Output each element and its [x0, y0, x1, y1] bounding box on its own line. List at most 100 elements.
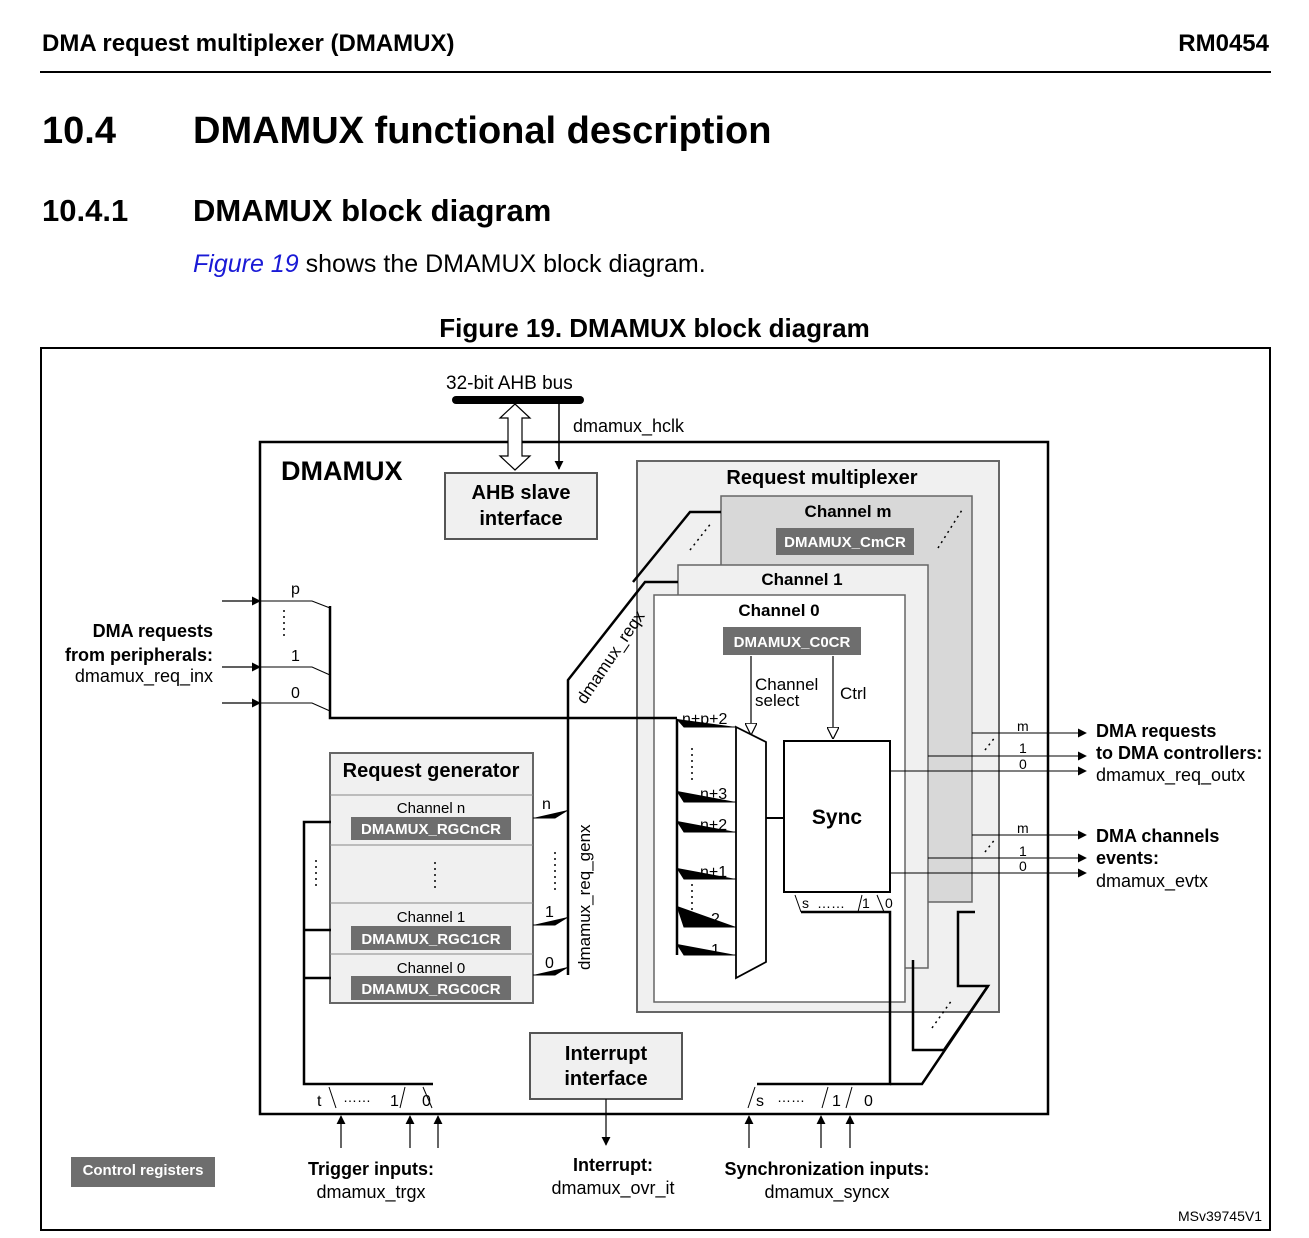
- interrupt-interface-line2: interface: [564, 1068, 647, 1090]
- req-in-p: p: [291, 581, 300, 598]
- document-id: RM0454: [1178, 30, 1269, 57]
- channel-1-label: Channel 1: [761, 570, 842, 589]
- cmcr-register: [776, 528, 914, 555]
- sync-in-slashes: [747, 1086, 853, 1109]
- ahb-bidirectional-arrow: [498, 403, 532, 471]
- req-gen-out-1: 1: [545, 904, 554, 921]
- sync-label: Sync: [812, 806, 863, 829]
- sync-bus-0: [757, 910, 892, 1086]
- ahb-slave-line1: AHB slave: [472, 482, 571, 504]
- request-generator-label: Request generator: [343, 760, 520, 782]
- req-in-0: 0: [291, 685, 300, 702]
- sync-in-s: s: [756, 1093, 764, 1110]
- rgcn-register: [351, 817, 511, 840]
- trigger-inputs-line2: dmamux_trgx: [316, 1182, 425, 1203]
- req-out-lines: [890, 728, 1087, 776]
- ahb-slave-interface: [444, 472, 598, 540]
- channel-m-label: Channel m: [805, 502, 892, 521]
- sync-in-0: 0: [864, 1093, 873, 1110]
- rgcn-register-label: DMAMUX_RGCnCR: [361, 821, 501, 838]
- dma-requests-in-line2: from peripherals:: [65, 645, 213, 665]
- channel-0-label: Channel 0: [738, 601, 819, 620]
- req-gen-output-lines: [533, 809, 569, 976]
- rgc1-register: [351, 926, 511, 950]
- reqx-bus-upper: [632, 510, 721, 583]
- channel-select-line1: Channel: [755, 675, 818, 694]
- c0cr-register-label: DMAMUX_C0CR: [734, 634, 851, 651]
- intro-text: shows the DMAMUX block diagram.: [298, 250, 706, 278]
- dma-requests-in-line3: dmamux_req_inx: [75, 666, 213, 687]
- req-out-0: 0: [1019, 756, 1027, 772]
- trigger-1: 1: [390, 1093, 399, 1110]
- subsection-title: DMAMUX block diagram: [193, 193, 552, 228]
- req-out-m: m: [1017, 718, 1029, 734]
- trigger-dots-text: ……: [343, 1089, 371, 1105]
- trigger-inputs-line1: Trigger inputs:: [308, 1159, 434, 1179]
- intro-paragraph: Figure 19 shows the DMAMUX block diagram…: [193, 250, 706, 279]
- interrupt-line2: dmamux_ovr_it: [551, 1178, 674, 1199]
- sync-input-0: 0: [885, 895, 893, 911]
- interrupt-interface-line1: Interrupt: [565, 1043, 648, 1065]
- req-out-1: 1: [1019, 740, 1027, 756]
- mux-input-n1: n+1: [700, 864, 727, 881]
- req-genx-label: dmamux_req_genx: [575, 824, 594, 970]
- figure-link[interactable]: Figure 19: [193, 250, 299, 278]
- req-in-lines: [260, 600, 331, 712]
- req-gen-out-0: 0: [545, 955, 554, 972]
- mux-input-np2: n+p+2: [682, 711, 727, 728]
- ctrl-label: Ctrl: [840, 684, 866, 703]
- rgc1-register-label: DMAMUX_RGC1CR: [361, 931, 500, 948]
- figure-id: MSv39745V1: [1178, 1208, 1262, 1224]
- evt-out-lines: [890, 830, 1087, 878]
- trigger-t: t: [317, 1093, 322, 1110]
- dma-events-line3: dmamux_evtx: [1096, 871, 1208, 892]
- c0cr-register: [723, 627, 861, 655]
- dma-requests-out-line3: dmamux_req_outx: [1096, 765, 1245, 786]
- dma-requests-in-line1: DMA requests: [93, 621, 213, 641]
- mux-input-1: 1: [711, 942, 720, 959]
- sync-input-1: 1: [862, 895, 870, 911]
- mux-shape: [735, 725, 767, 980]
- sync-input-slash-1: [794, 894, 802, 913]
- trigger-bus: [302, 820, 433, 1086]
- dma-requests-out-line1: DMA requests: [1096, 721, 1216, 741]
- rg-channel-1-label: Channel 1: [397, 909, 465, 926]
- dma-requests-out-line2: to DMA controllers:: [1096, 743, 1262, 763]
- sync-bus-ch: [890, 910, 991, 1086]
- sync-inputs-line2: dmamux_syncx: [764, 1182, 889, 1203]
- ahb-bus-label: 32-bit AHB bus: [446, 373, 573, 394]
- rgc0-register: [351, 976, 511, 1000]
- section-title: DMAMUX functional description: [193, 110, 772, 152]
- sync-input-slash-3: [876, 894, 885, 913]
- mux-input-n2: n+2: [700, 817, 727, 834]
- mux-input-2: 2: [711, 911, 720, 928]
- channel-m-dots: [937, 509, 963, 549]
- sync-bus-ch1: [911, 960, 990, 1052]
- sync-input-slash-2: [857, 894, 863, 913]
- page-header-title: DMA request multiplexer (DMAMUX): [42, 30, 455, 57]
- req-gen-out-n: n: [542, 796, 551, 813]
- sync-in-dots-text: ……: [777, 1089, 805, 1105]
- evt-out-1: 1: [1019, 843, 1027, 859]
- dma-events-line1: DMA channels: [1096, 826, 1219, 846]
- hclk-label: dmamux_hclk: [573, 416, 685, 437]
- interrupt-line1: Interrupt:: [573, 1155, 653, 1175]
- subsection-number: 10.4.1: [42, 193, 129, 228]
- section-number: 10.4: [42, 110, 116, 152]
- reqx-bus: [566, 580, 678, 975]
- cmcr-register-label: DMAMUX_CmCR: [784, 534, 906, 551]
- req-in-1: 1: [291, 648, 300, 665]
- channel-select-line2: select: [755, 691, 800, 710]
- evt-out-m: m: [1017, 820, 1029, 836]
- rg-channel-n-label: Channel n: [397, 800, 465, 817]
- ahb-slave-line2: interface: [479, 508, 562, 530]
- sync-input-dots: ……: [817, 895, 845, 911]
- control-registers-legend: [71, 1157, 215, 1187]
- header-rule: [40, 71, 1271, 73]
- evt-out-0: 0: [1019, 858, 1027, 874]
- sync-input-s: s: [802, 895, 809, 911]
- figure-caption: Figure 19. DMAMUX block diagram: [439, 313, 870, 343]
- dma-events-line2: events:: [1096, 848, 1159, 868]
- rgc0-register-label: DMAMUX_RGC0CR: [361, 981, 500, 998]
